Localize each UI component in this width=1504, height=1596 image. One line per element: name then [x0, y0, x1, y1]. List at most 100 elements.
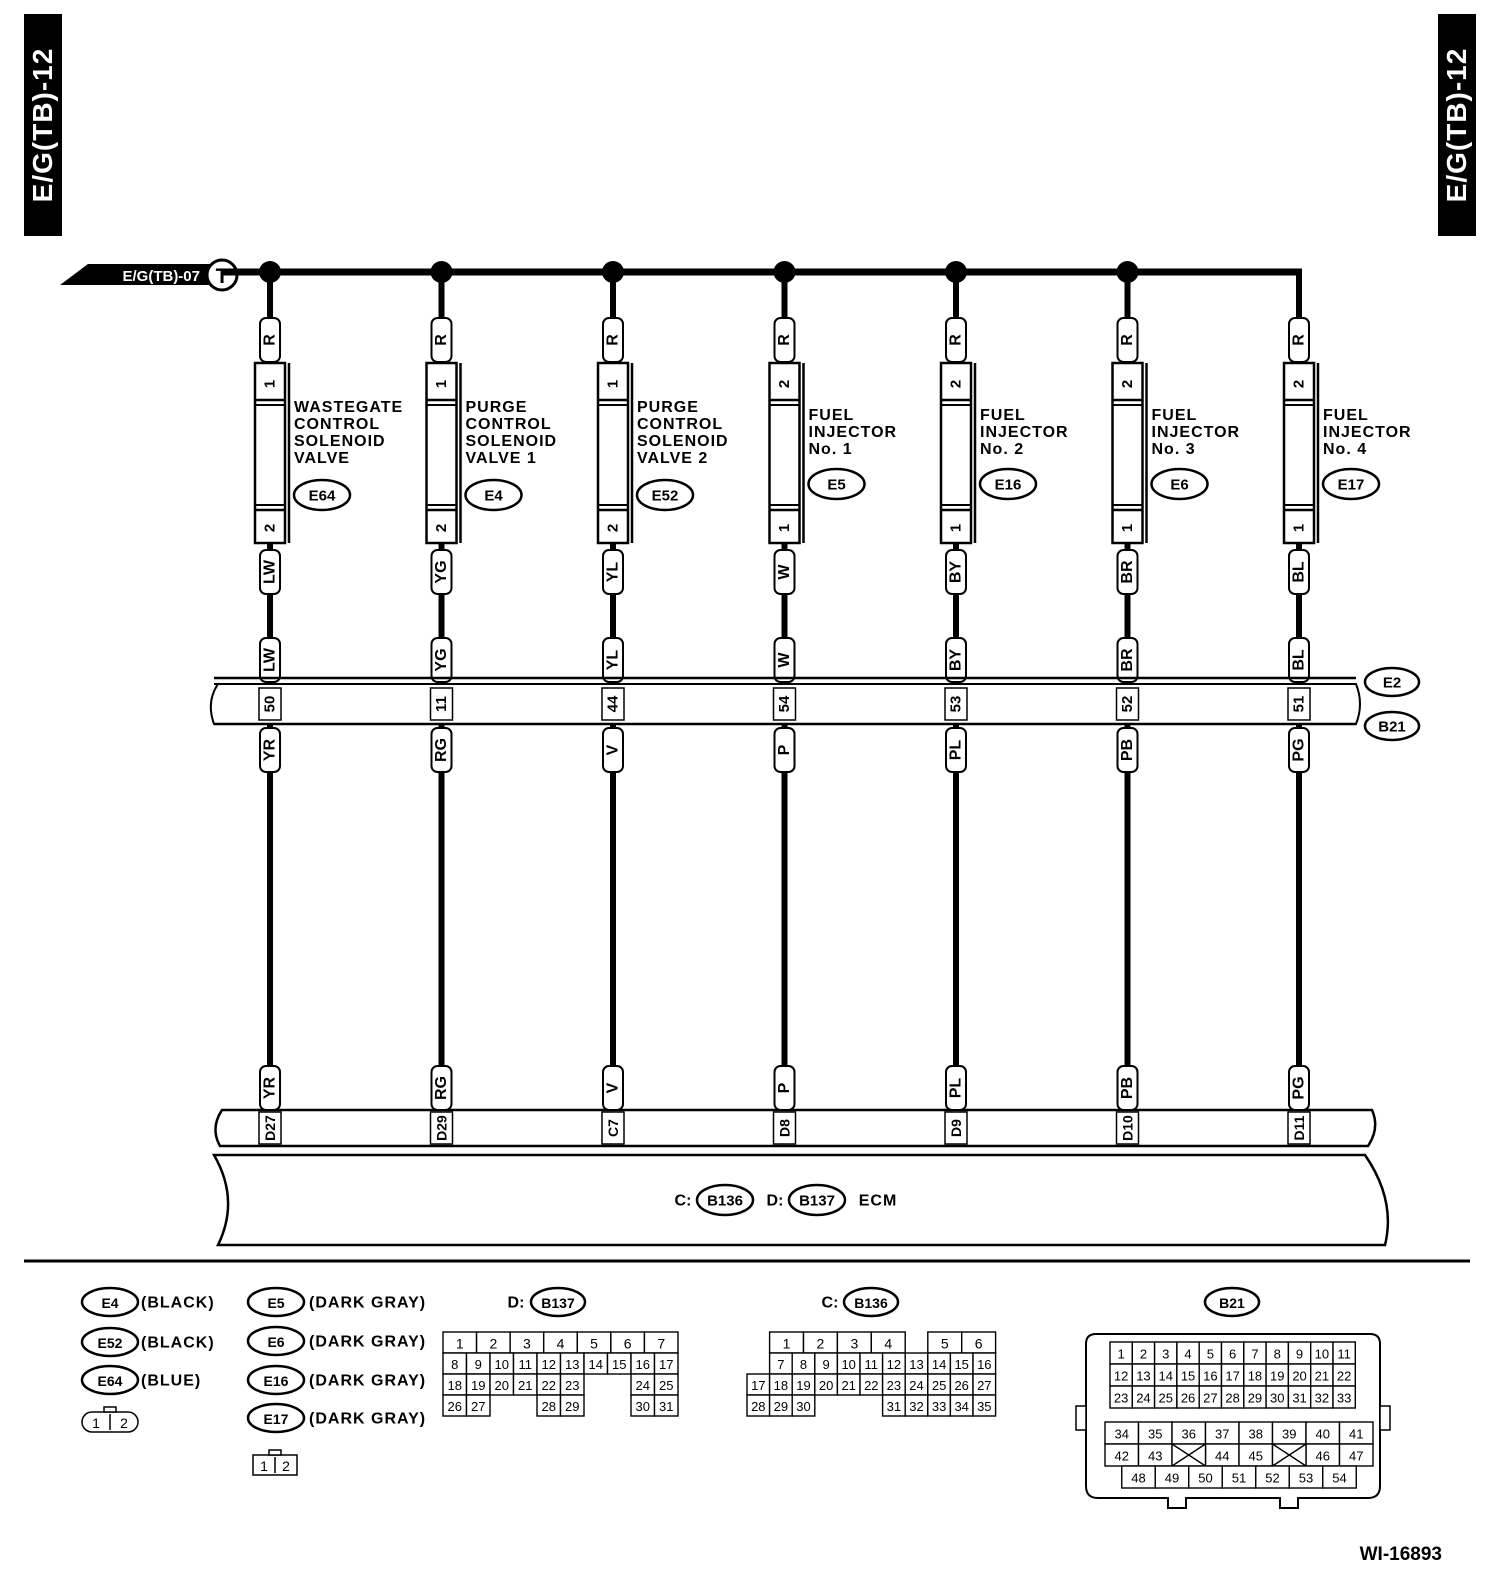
legend-b136-pin: 24: [909, 1378, 923, 1393]
legend-b137-pin: 16: [636, 1357, 650, 1372]
junction-out-wire-tag: V: [602, 727, 624, 773]
legend-b137-pin: 28: [542, 1399, 556, 1414]
connector-label: E5: [827, 477, 845, 494]
component-E64: R12WASTEGATECONTROLSOLENOIDVALVEE64LWLWY…: [253, 317, 402, 1111]
legend-group1-connector-pin: 1: [92, 1415, 100, 1431]
splice-dot: [945, 261, 967, 283]
legend-b137-pin: 17: [659, 1357, 673, 1372]
component-top-pin: 1: [605, 380, 622, 388]
legend-b137-pin: 23: [565, 1378, 579, 1393]
splice-dot: [259, 261, 281, 283]
ecm-wire-tag: P: [773, 1065, 796, 1111]
component-name-line: PURGE: [637, 399, 699, 416]
legend-b136-pin: 10: [841, 1357, 855, 1372]
component-name-line: SOLENOID: [294, 433, 386, 450]
legend-b21-pin: 38: [1249, 1427, 1263, 1442]
legend-b136-pin: 16: [977, 1357, 991, 1372]
legend-b21-pin: 33: [1337, 1391, 1351, 1406]
ecm-c-connector: B136: [707, 1193, 743, 1210]
ecm-pin-box: [1115, 1111, 1140, 1145]
legend-b136-pin: 23: [887, 1378, 901, 1393]
connector-ellipse: [807, 467, 866, 501]
legend-b21-pin: 30: [1270, 1391, 1284, 1406]
ecm-wire-label: PG: [1291, 1076, 1308, 1099]
legend-b136-pin: 21: [841, 1378, 855, 1393]
ecm-wire-tag-box: [259, 1065, 281, 1111]
legend-b137-cell: [465, 1394, 491, 1417]
connector-ellipse: [635, 478, 695, 512]
legend-b137-cell: [559, 1394, 585, 1417]
component-bottom-pin: 1: [776, 524, 793, 532]
output-wire-tag: YG: [430, 549, 453, 595]
junction-out-wire-tag-box: [259, 727, 281, 773]
ecm-wire-tag: YR: [259, 1065, 281, 1111]
junction-out-wire-tag-box: [945, 727, 967, 773]
output-wire-tag: BL: [1288, 549, 1310, 595]
junction-pin-box: [772, 687, 797, 721]
legend-b137-pin: 27: [471, 1399, 485, 1414]
ecm-wire-label: YR: [262, 1076, 279, 1099]
output-wire-label: LW: [262, 559, 279, 584]
legend-b21-latch-right: [1379, 1405, 1391, 1431]
legend-b21-pin: 9: [1296, 1347, 1303, 1362]
legend-b136-pin: 9: [822, 1357, 829, 1372]
source-reference: E/G(TB)-07 T: [60, 258, 239, 292]
junction-pin: 53: [948, 696, 965, 713]
legend-b21-pin: 47: [1349, 1449, 1363, 1464]
output-wire-tag-box: [602, 549, 624, 595]
legend-b21-pin: 6: [1229, 1347, 1236, 1362]
legend-b21-pin: 15: [1181, 1369, 1195, 1384]
legend-b137-pin: 31: [659, 1399, 673, 1414]
ecm-wire-label: V: [605, 1082, 622, 1093]
legend-b21-pin: 37: [1215, 1427, 1229, 1442]
ecm-pin-box: [258, 1111, 282, 1145]
legend-b136-pin: 25: [932, 1378, 946, 1393]
legend-b21-pin: 28: [1225, 1391, 1239, 1406]
legend-b21-ellipse: [1203, 1286, 1261, 1318]
legend-b136-pin: 13: [909, 1357, 923, 1372]
component-bottom-pin: 2: [433, 524, 450, 532]
supply-wire-label: R: [948, 334, 965, 346]
legend-connector-color: (DARK GRAY): [309, 1295, 426, 1312]
ecm-wire-label: PL: [948, 1078, 965, 1099]
legend-b137-pin: 3: [523, 1336, 531, 1352]
legend-b21-pin: 32: [1315, 1391, 1329, 1406]
connector-ellipse: [978, 467, 1038, 501]
legend-b137-pin: 10: [495, 1357, 509, 1372]
junction-in-wire-tag: W: [773, 637, 796, 683]
junction-pin: 54: [776, 695, 793, 712]
connector-label: E17: [1338, 477, 1365, 494]
legend-b137-pin: 8: [451, 1357, 458, 1372]
junction-pin: 51: [1291, 696, 1308, 713]
legend-b21-pin: 43: [1148, 1449, 1162, 1464]
legend-b21-pin: 49: [1165, 1471, 1179, 1486]
legend-connector-ellipse: [246, 1286, 306, 1318]
supply-bus: [222, 261, 1302, 300]
ecm-pin: D10: [1120, 1115, 1136, 1141]
junction-out-wire-tag: YR: [259, 727, 281, 773]
junction-out-wire-label: V: [605, 744, 622, 755]
ecm-wire-tag: RG: [430, 1065, 453, 1111]
connector-label: E52: [652, 488, 679, 505]
legend-b21-pin: 41: [1349, 1427, 1363, 1442]
connector-label: E64: [309, 488, 336, 505]
supply-wire-tag: R: [259, 317, 281, 363]
junction-in-wire-label: YL: [605, 650, 622, 671]
ecm-pin: D27: [262, 1115, 278, 1141]
legend-b136-pin: 28: [751, 1399, 765, 1414]
component-name-line: No. 2: [980, 441, 1024, 458]
legend-b137-prefix: D:: [508, 1295, 525, 1312]
legend-b136-pin: 5: [941, 1336, 949, 1352]
legend-b21-pin: 29: [1248, 1391, 1262, 1406]
ecm-wire-tag-box: [1116, 1065, 1139, 1111]
legend-b21-pin: 1: [1118, 1347, 1125, 1362]
component-bottom-pin: 1: [948, 524, 965, 532]
legend-b21-pin: 24: [1136, 1391, 1150, 1406]
component-top-pin: 2: [776, 380, 793, 388]
legend-b136-pin: 4: [884, 1336, 892, 1352]
component-top-pin: 1: [262, 380, 279, 388]
component-name-line: SOLENOID: [637, 433, 729, 450]
